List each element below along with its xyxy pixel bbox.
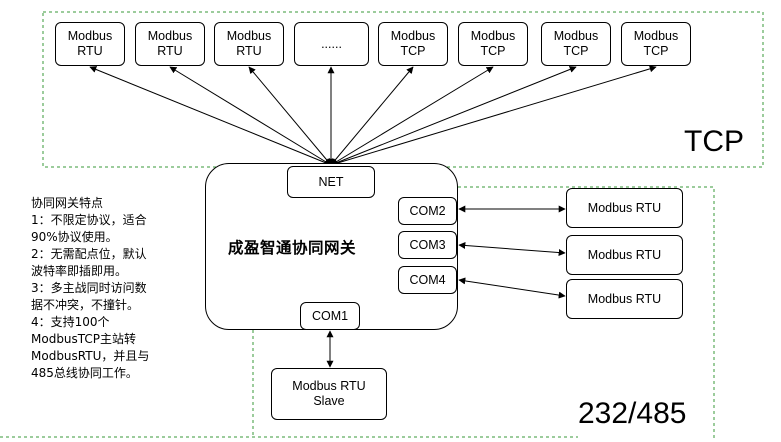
- tcp-zone-boundary: [42, 11, 764, 168]
- top-device-1: Modbus RTU: [55, 22, 125, 66]
- gateway-title: 成盈智通协同网关: [228, 239, 357, 257]
- top-device-label: Modbus RTU: [147, 29, 193, 58]
- net-link-2: [169, 66, 332, 166]
- com3-port: COM3: [398, 231, 457, 259]
- right-device-label: Modbus RTU: [587, 291, 662, 306]
- tcp-zone-label: TCP: [684, 125, 744, 158]
- net-link-8: [330, 65, 657, 167]
- note-line: ModbusRTU，并且与: [31, 349, 150, 363]
- right-device-label: Modbus RTU: [587, 200, 662, 215]
- top-device-5: Modbus TCP: [378, 22, 448, 66]
- note-line: 90%协议使用。: [31, 230, 118, 244]
- net-link-7: [330, 66, 577, 166]
- net-link-1: [89, 66, 332, 166]
- com4-link: [458, 277, 566, 299]
- note-line: 1：不限定协议，适合: [31, 213, 147, 227]
- net-link-5: [330, 66, 414, 166]
- net-port: NET: [287, 166, 375, 198]
- com1-port-label: COM1: [311, 308, 349, 323]
- top-device-label: ......: [321, 36, 342, 51]
- top-device-3: Modbus RTU: [214, 22, 284, 66]
- feature-notes: 协同网关特点 1：不限定协议，适合 90%协议使用。 2：无需配点位，默认 波特…: [31, 195, 221, 382]
- note-line: 4：支持100个: [31, 315, 110, 329]
- serial-zone-label: 232/485: [578, 397, 687, 430]
- top-device-label: Modbus RTU: [226, 29, 272, 58]
- bottom-slave-device: Modbus RTU Slave: [271, 368, 387, 420]
- top-device-2: Modbus RTU: [135, 22, 205, 66]
- note-line: 3：多主战同时访问数: [31, 281, 147, 295]
- top-device-7: Modbus TCP: [541, 22, 611, 66]
- net-link-6: [330, 66, 494, 166]
- net-link-3: [248, 66, 332, 166]
- com1-port: COM1: [300, 302, 360, 330]
- right-device-3: Modbus RTU: [566, 279, 683, 319]
- right-device-label: Modbus RTU: [587, 247, 662, 262]
- com3-port-label: COM3: [409, 237, 446, 252]
- top-device-label: Modbus TCP: [390, 29, 436, 58]
- com4-port: COM4: [398, 266, 457, 294]
- com3-link: [458, 241, 566, 257]
- top-device-8: Modbus TCP: [621, 22, 691, 66]
- note-line: ModbusTCP主站转: [31, 332, 137, 346]
- note-line: 2：无需配点位，默认: [31, 247, 147, 261]
- right-device-2: Modbus RTU: [566, 235, 683, 275]
- com2-port: COM2: [398, 197, 457, 225]
- com4-port-label: COM4: [409, 272, 446, 287]
- top-device-label: Modbus TCP: [633, 29, 679, 58]
- note-line: 据不冲突，不撞针。: [31, 298, 140, 312]
- note-line: 波特率即插即用。: [31, 264, 128, 278]
- bottom-slave-label: Modbus RTU Slave: [292, 379, 366, 408]
- right-device-1: Modbus RTU: [566, 188, 683, 228]
- note-line: 协同网关特点: [31, 196, 104, 210]
- top-device-label: Modbus TCP: [553, 29, 599, 58]
- com2-port-label: COM2: [409, 203, 446, 218]
- top-device-6: Modbus TCP: [458, 22, 528, 66]
- note-line: 485总线协同工作。: [31, 366, 138, 380]
- net-port-label: NET: [318, 174, 344, 189]
- top-device-label: Modbus RTU: [67, 29, 113, 58]
- top-device-label: Modbus TCP: [470, 29, 516, 58]
- top-device-ellipsis: ......: [294, 22, 369, 66]
- serial-zone-boundary: [458, 186, 715, 440]
